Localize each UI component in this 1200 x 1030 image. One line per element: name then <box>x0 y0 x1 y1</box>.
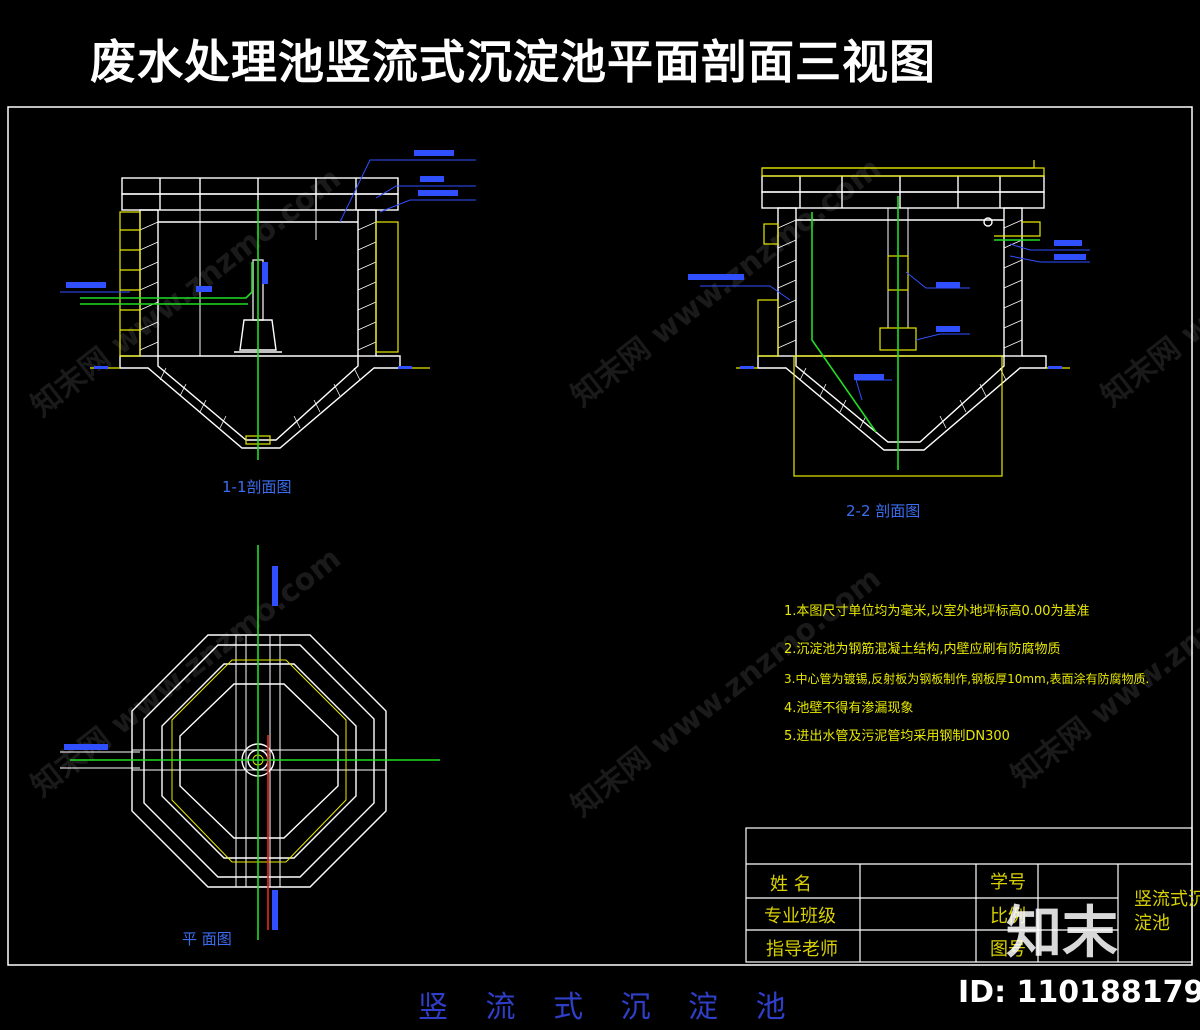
plan-view <box>131 634 387 888</box>
tb-advisor-label: 指导老师 <box>766 939 838 960</box>
logo: 知末 <box>1006 901 1118 966</box>
drawing-title: 竖 流 式 沉 淀 池 <box>418 990 800 1025</box>
tb-name-label: 姓 名 <box>770 874 812 895</box>
tb-student-id-label: 学号 <box>990 872 1026 893</box>
id-label: ID: 1101881795 <box>958 975 1200 1010</box>
drawing-frame <box>7 106 1193 966</box>
note-1: 1.本图尺寸单位均为毫米,以室外地坪标高0.00为基准 <box>784 604 1090 619</box>
tb-class-label: 专业班级 <box>764 906 836 927</box>
page-title: 废水处理池竖流式沉淀池平面剖面三视图 <box>90 35 936 89</box>
note-4: 4.池壁不得有渗漏现象 <box>784 701 914 716</box>
section-1-1-label: 1-1剖面图 <box>222 478 292 496</box>
section-2-2-view <box>757 175 1047 451</box>
title-block <box>745 827 1193 963</box>
section-2-2-label: 2-2 剖面图 <box>846 502 921 520</box>
tb-scale-label: 比例 <box>990 906 1026 927</box>
note-5: 5.进出水管及污泥管均采用钢制DN300 <box>784 729 1010 744</box>
section-1-1-view <box>119 177 401 449</box>
note-2: 2.沉淀池为钢筋混凝土结构,内壁应刷有防腐物质 <box>784 642 1061 657</box>
tb-drawing-no-label: 图号 <box>990 939 1026 960</box>
tb-drawing-name: 竖流式沉淀池 <box>1134 889 1200 934</box>
plan-view-label: 平 面图 <box>182 930 232 948</box>
note-3: 3.中心管为镀锡,反射板为钢板制作,钢板厚10mm,表面涂有防腐物质. <box>784 672 1150 686</box>
